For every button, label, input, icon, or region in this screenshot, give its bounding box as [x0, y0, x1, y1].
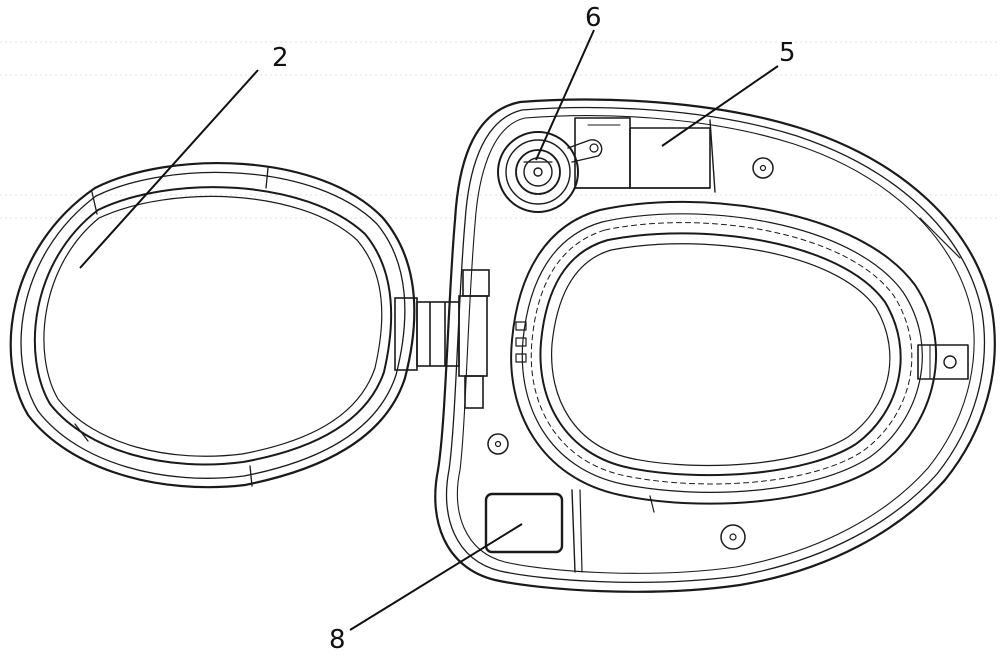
boss-top: [753, 158, 773, 178]
base-opening-inner-2: [552, 244, 890, 466]
base-opening-inner: [540, 233, 900, 475]
knob-outer: [498, 132, 578, 212]
lid-ring-inner: [35, 187, 391, 464]
leader-8: [350, 524, 522, 630]
base-body: [435, 100, 995, 592]
ref-label-2: 2: [272, 43, 289, 73]
ref-label-8: 8: [329, 625, 346, 655]
boss-left: [488, 434, 508, 454]
base-outer-3: [457, 116, 974, 574]
base-opening-outer: [511, 202, 936, 504]
lid-ring-inner-2: [44, 196, 382, 456]
ref-label-6: 6: [585, 3, 602, 33]
leader-2: [80, 70, 258, 268]
lid-ring-outer-2: [21, 172, 405, 478]
base-opening-outer-2: [522, 214, 922, 493]
leader-6: [536, 30, 594, 160]
leader-5: [662, 66, 778, 146]
hinge: [395, 270, 489, 408]
bottom-pad: [486, 494, 562, 552]
sensor-compartment: [630, 128, 710, 188]
ref-label-5: 5: [779, 38, 796, 68]
lid-ring: [11, 163, 415, 487]
lid-ring-outer: [11, 163, 415, 487]
boss-bottom: [721, 525, 745, 549]
